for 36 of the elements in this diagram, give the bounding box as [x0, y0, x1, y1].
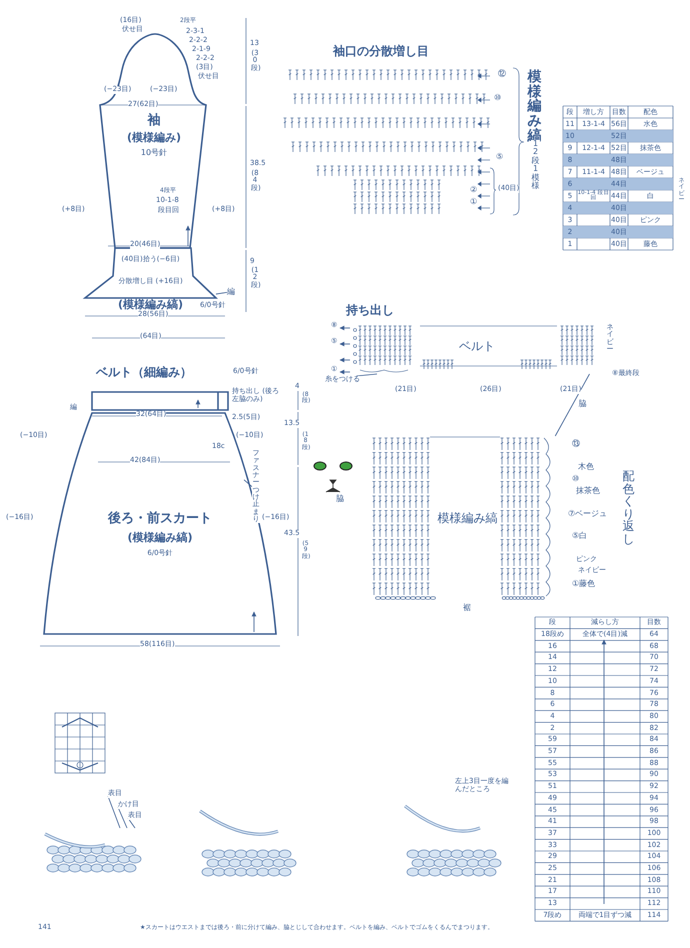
leader-line	[108, 796, 120, 828]
needle-size: 10号針	[140, 149, 168, 158]
stitch-pattern-name: (模様編み縞)	[127, 532, 193, 544]
piece-name: ベルト（細編み）	[96, 366, 192, 380]
edge-label: 脇	[578, 400, 586, 409]
chart-label: 模様編み縞	[438, 512, 498, 526]
leader-line	[128, 818, 136, 828]
stitch-pattern-name: (模様編み縞)	[118, 299, 184, 311]
dimension-text: 抹茶色	[576, 487, 600, 496]
dimension-text: ⑤	[496, 153, 504, 162]
dimension-text: ⑫	[498, 70, 506, 79]
stitch-pattern-name: (模様編み)	[126, 132, 182, 144]
leader-line	[216, 292, 228, 294]
chart-title: 袖口の分散増し目	[333, 45, 429, 58]
chart-label: ベルト	[459, 340, 495, 354]
dimension-text: ⑩	[572, 475, 580, 484]
chart-title: 持ち出し	[346, 304, 394, 318]
dimension-text: ②	[470, 186, 478, 195]
piece-name: 袖	[148, 114, 160, 128]
leader-line	[118, 806, 128, 828]
dimension-text: ⑦ベージュ	[568, 510, 608, 519]
dimension-text: 配色くり返し	[622, 470, 635, 546]
leader-line	[356, 374, 378, 376]
dimension-text: ①	[470, 198, 478, 207]
dimension-text: 脇	[336, 495, 344, 504]
dimension-text: ⑬	[572, 440, 580, 449]
dimension-text: 12段1模様	[531, 140, 540, 190]
dimension-text: 木色	[578, 463, 594, 472]
leader-line	[244, 479, 252, 488]
dimension-text: ①藤色	[572, 580, 596, 589]
piece-name: 後ろ・前スカート	[108, 512, 212, 526]
leader-line	[554, 374, 590, 436]
dimension-text: 裾	[463, 604, 471, 613]
dimension-text: ⑤白	[572, 532, 588, 541]
callout-text: 編	[227, 288, 235, 297]
dimension-text: ⑩	[494, 94, 502, 103]
